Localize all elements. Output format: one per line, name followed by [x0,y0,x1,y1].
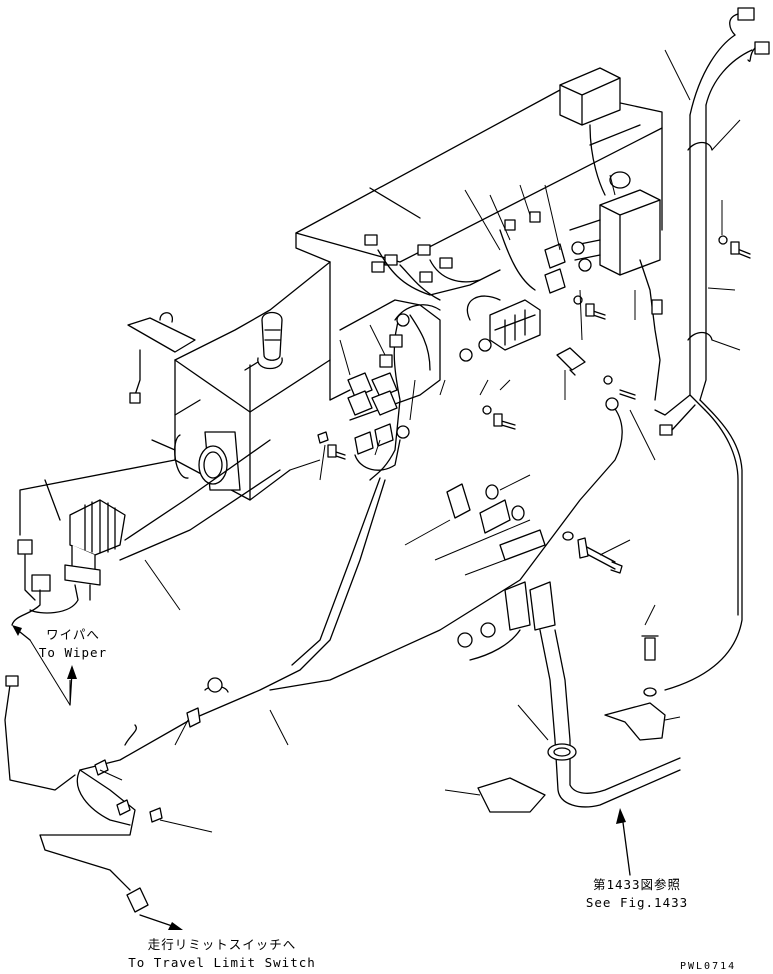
travel-limit-switch-label-en: To Travel Limit Switch [128,955,316,970]
drawing-code: PWL0714 [680,961,737,972]
lower-harness [457,581,681,808]
left-small-connectors [11,539,51,626]
top-box [559,67,621,196]
figure-reference-en: See Fig.1433 [585,895,689,910]
travel-limit-switch-label-jp: 走行リミットスイッチへ [147,937,297,952]
right-harness [654,7,770,691]
console-body [19,89,663,536]
switch-clip [269,347,623,691]
leader-lines [29,49,741,833]
wiper-label-jp: ワイパへ [46,627,100,642]
module-block [569,171,663,401]
long-cables [4,477,386,913]
figure-reference-jp: 第1433図参照 [592,877,682,892]
fasteners [317,235,751,460]
corrugated-connector [29,439,281,614]
inner-harness [329,299,441,481]
joystick [244,311,283,371]
wiper-label-en: To Wiper [38,645,108,660]
arrows [12,625,631,930]
plates [477,635,666,813]
round-connector [174,431,241,491]
left-bracket [127,312,196,404]
clip-parts [446,483,623,574]
